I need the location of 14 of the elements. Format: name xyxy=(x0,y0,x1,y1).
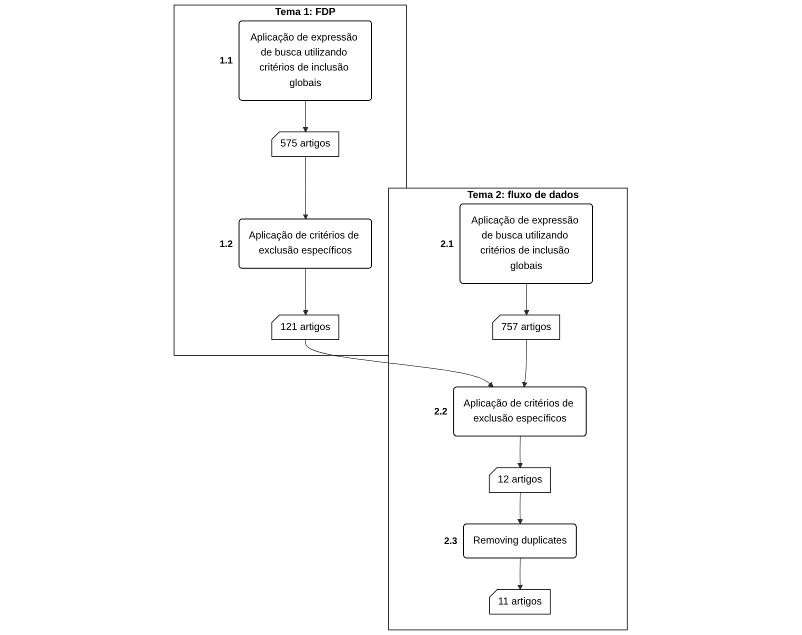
arrow xyxy=(524,283,530,316)
arrow xyxy=(303,268,309,316)
arrow xyxy=(522,340,528,388)
step-number: 1.2 xyxy=(220,238,234,250)
step-number: 2.1 xyxy=(440,238,454,250)
arrow xyxy=(518,492,524,524)
arrow xyxy=(518,436,524,468)
step-number: 2.3 xyxy=(444,536,458,548)
arrow xyxy=(306,340,494,388)
step-number: 2.2 xyxy=(434,406,448,418)
arrow xyxy=(303,100,309,132)
step-number: 1.1 xyxy=(220,56,234,67)
arrow xyxy=(303,156,309,220)
arrow xyxy=(518,558,524,590)
